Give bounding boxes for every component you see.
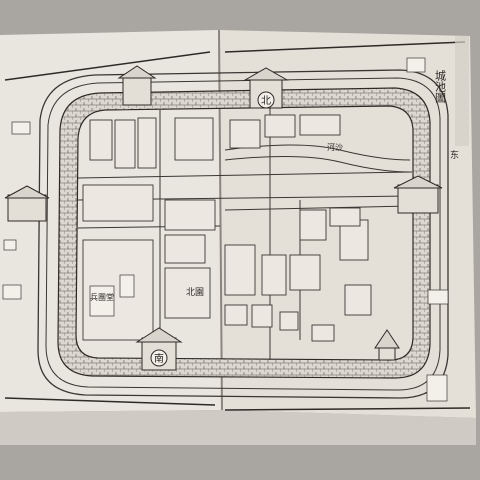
moat-inner: [45, 77, 441, 391]
pagoda: [374, 329, 400, 361]
south-gate: 南: [135, 327, 183, 371]
north-gate-left: [117, 65, 157, 106]
east-gate: [393, 175, 443, 214]
north-gate-label: 北: [261, 95, 271, 107]
map-title-text: 城池圖: [434, 70, 447, 104]
south-gate-label: 南: [154, 352, 164, 365]
compass-label: 东: [450, 149, 459, 161]
moat-outer: [37, 69, 449, 399]
place-bei-yuan: 北園: [186, 287, 204, 298]
map-title: 城池圖: [434, 70, 447, 104]
north-gate: 北: [243, 67, 289, 109]
building-blocks: [82, 114, 372, 342]
place-river: 河沙: [327, 142, 343, 152]
page-binding-strip: [455, 36, 469, 146]
west-gate: [4, 185, 50, 222]
place-bingtuan: 兵團堂: [90, 292, 114, 302]
tiny-labels: [2, 57, 449, 402]
map-frame: [4, 41, 471, 411]
page-bottom-edge: [0, 410, 476, 445]
city-wall: [57, 87, 431, 379]
river: [224, 144, 411, 173]
